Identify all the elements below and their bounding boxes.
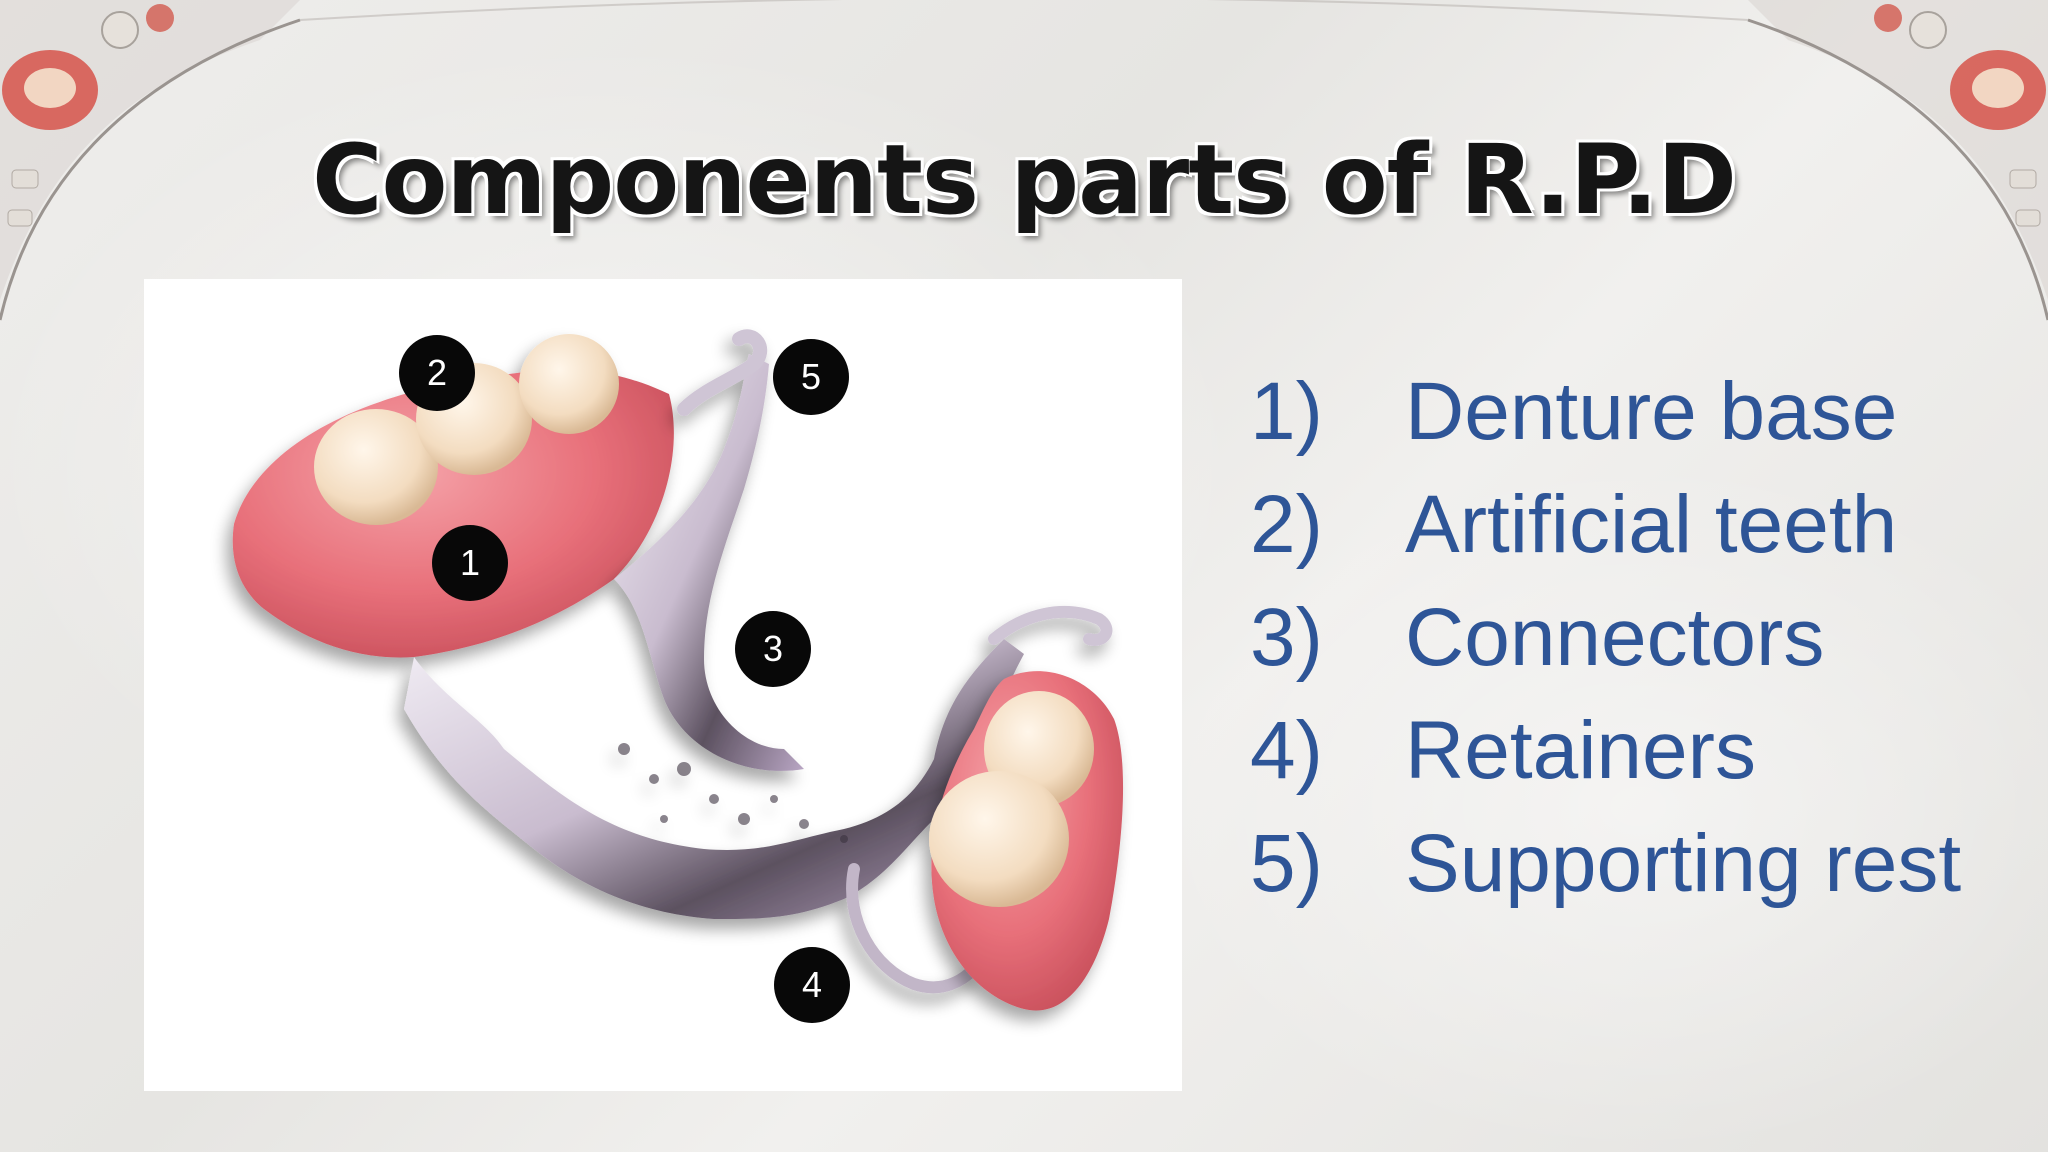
list-item: 4) Retainers <box>1250 694 2010 807</box>
list-item-number: 4) <box>1250 705 1323 796</box>
list-item: 5) Supporting rest <box>1250 807 2010 920</box>
marker-3: 3 <box>735 611 811 687</box>
list-item-number: 3) <box>1250 592 1323 683</box>
metal-framework <box>404 329 1113 994</box>
partial-denture-illustration <box>232 329 1124 1011</box>
list-item-label: Denture base <box>1405 366 1898 457</box>
list-item: 2) Artificial teeth <box>1250 468 2010 581</box>
corner-ornament-left <box>2 4 174 227</box>
list-item-label: Retainers <box>1405 705 1756 796</box>
list-item: 3) Connectors <box>1250 581 2010 694</box>
list-item-number: 5) <box>1250 818 1323 909</box>
left-denture-saddle <box>232 334 674 658</box>
slide-title: Components parts of R.P.D <box>312 124 1737 237</box>
right-denture-saddle <box>929 671 1124 1011</box>
marker-5: 5 <box>773 339 849 415</box>
marker-1: 1 <box>432 525 508 601</box>
list-item-label: Artificial teeth <box>1405 479 1898 570</box>
list-item: 1) Denture base <box>1250 355 2010 468</box>
marker-2: 2 <box>399 335 475 411</box>
list-item-label: Supporting rest <box>1405 818 1962 909</box>
marker-4: 4 <box>774 947 850 1023</box>
corner-ornament-right <box>1874 4 2046 227</box>
list-item-number: 2) <box>1250 479 1323 570</box>
list-item-label: Connectors <box>1405 592 1825 683</box>
list-item-number: 1) <box>1250 366 1323 457</box>
denture-figure: 1 2 3 4 5 <box>144 279 1182 1091</box>
components-list: 1) Denture base 2) Artificial teeth 3) C… <box>1250 355 2010 920</box>
